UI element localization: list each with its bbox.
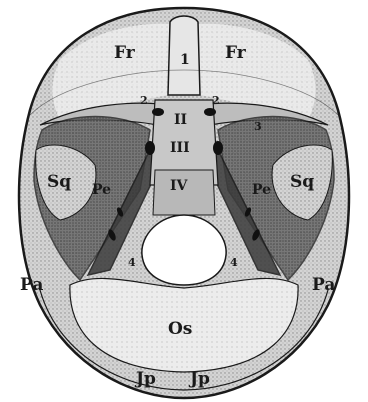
label-sq-left: Sq [47, 172, 71, 192]
label-fossa-2-right: 2 [212, 94, 220, 107]
label-pa-left: Pa [20, 275, 43, 295]
label-roman-III: III [170, 140, 190, 156]
foramen-left-mid [145, 141, 155, 155]
label-jp-right: Jp [188, 369, 210, 389]
label-fossa-2-left: 2 [140, 94, 148, 107]
label-fossa-4-right: 4 [230, 256, 238, 269]
label-fr-left: Fr [114, 43, 136, 63]
label-fr-right: Fr [225, 43, 247, 63]
label-jp-left: Jp [134, 369, 156, 389]
label-pe-right: Pe [252, 182, 271, 198]
optic-foramen-right [204, 108, 216, 116]
label-roman-II: II [174, 112, 187, 128]
label-os: Os [168, 319, 192, 339]
label-pe-left: Pe [92, 182, 111, 198]
label-fossa-4-left: 4 [128, 256, 136, 269]
label-roman-IV: IV [170, 178, 189, 194]
label-fossa-3: 3 [254, 120, 262, 133]
label-sq-right: Sq [290, 172, 314, 192]
label-pa-right: Pa [312, 275, 335, 295]
foramen-right-mid [213, 141, 223, 155]
optic-foramen-left [152, 108, 164, 116]
foramen-magnum [142, 215, 226, 285]
label-fossa-1: 1 [180, 52, 190, 68]
